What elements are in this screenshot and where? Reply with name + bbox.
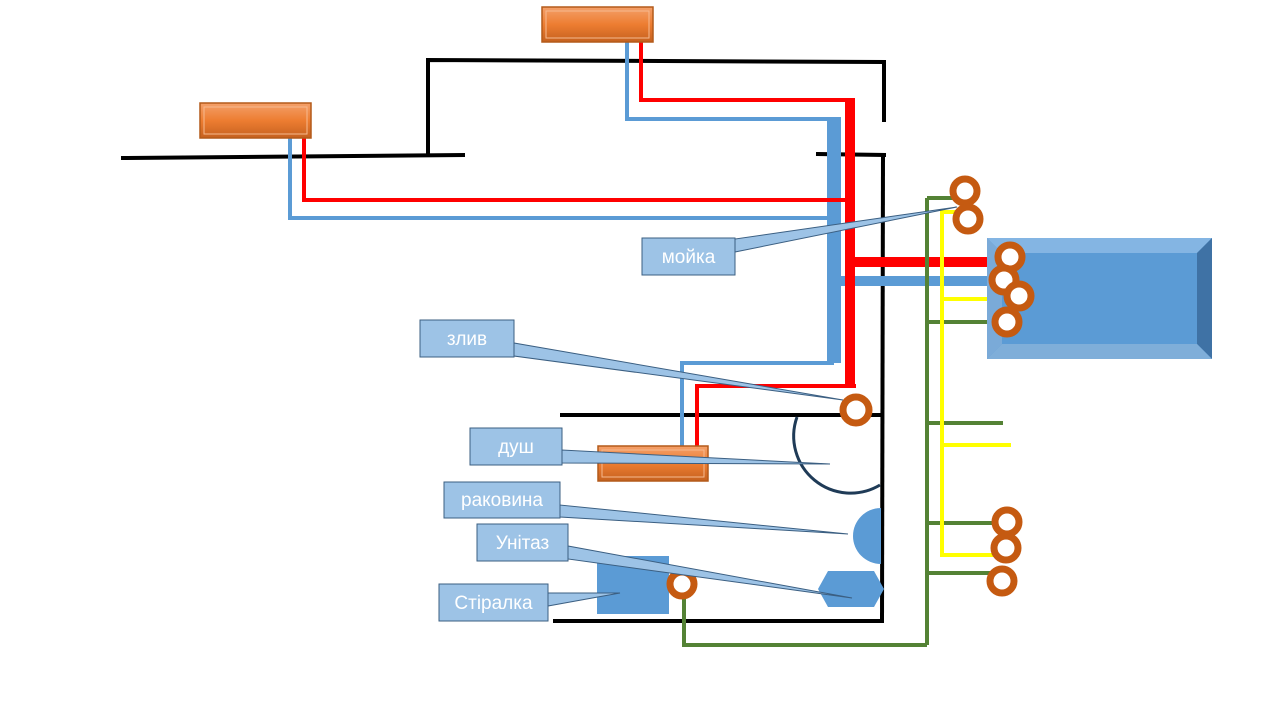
cold-pipe-shower <box>680 361 834 448</box>
callout-drain-label: злив <box>447 329 487 350</box>
washbasin-shape <box>853 508 881 564</box>
cold-pipe-top-heater <box>625 40 834 121</box>
wall-left-horizontal <box>120 152 466 161</box>
walls <box>120 57 887 624</box>
fitting-low-3 <box>986 565 1018 597</box>
hot-pipe-shower <box>695 384 856 448</box>
fittings <box>666 175 1035 600</box>
callout-drain: злив <box>419 319 844 401</box>
shower-arc <box>792 416 881 495</box>
yellow-top <box>940 210 1003 557</box>
wall-top-room <box>426 57 886 157</box>
callout-toilet: Унітаз <box>476 523 853 599</box>
callout-washbasin: раковина <box>443 481 849 535</box>
callout-washer-label: Стіралка <box>454 593 533 614</box>
water-heater-left <box>199 102 312 139</box>
toilet-shape <box>818 571 884 607</box>
callout-sink-kitchen: мойка <box>641 206 958 276</box>
drain-washer <box>682 585 927 647</box>
callout-shower-label: душ <box>498 437 534 458</box>
fitting-low-2 <box>990 532 1022 564</box>
fitting-drain <box>839 393 873 427</box>
fitting-boiler-3 <box>1003 280 1035 312</box>
hot-pipe-top-heater <box>639 40 850 102</box>
wall-right-vertical <box>879 152 886 624</box>
fitting-boiler-4 <box>991 306 1023 338</box>
water-heater-top <box>541 6 654 43</box>
callout-sink-kitchen-label: мойка <box>662 247 716 268</box>
callout-washbasin-label: раковина <box>461 490 543 511</box>
cold-water-pipes <box>288 40 1010 448</box>
fitting-low-1 <box>991 506 1023 538</box>
callout-shower: душ <box>469 427 831 466</box>
callout-toilet-label: Унітаз <box>496 533 549 554</box>
fitting-kitchen-1 <box>949 175 981 207</box>
hot-water-pipes <box>302 40 1008 448</box>
fitting-kitchen-2 <box>952 203 984 235</box>
hot-pipe-left-heater <box>302 135 850 202</box>
cold-pipe-left-heater <box>288 135 834 220</box>
callout-washer: Стіралка <box>438 583 621 622</box>
